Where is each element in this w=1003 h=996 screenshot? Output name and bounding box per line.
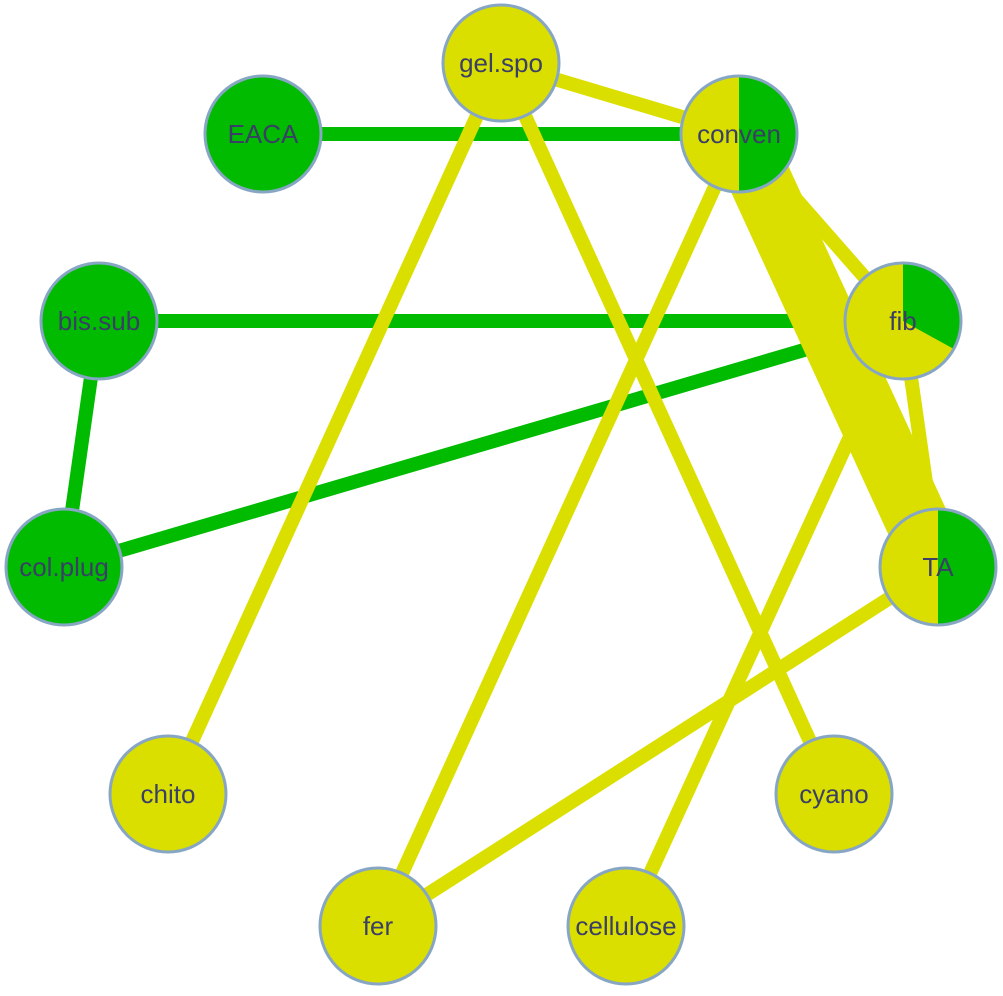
node-col.plug: col.plug [4, 507, 124, 627]
node-border [679, 74, 799, 194]
node-green-slice [938, 509, 996, 625]
node-label: gel.spo [459, 48, 543, 78]
node-fill [320, 868, 436, 984]
node-label: bis.sub [58, 306, 140, 336]
edge-conven-TA [710, 120, 967, 581]
node-label: fib [889, 306, 916, 336]
node-green-slice [739, 76, 797, 192]
node-fill [568, 868, 684, 984]
node-fill [205, 76, 321, 192]
node-fill [443, 5, 559, 121]
node-label: cyano [799, 779, 868, 809]
node-label: cellulose [575, 911, 676, 941]
node-bis.sub: bis.sub [39, 261, 159, 381]
edge-col.plug-fib [62, 314, 905, 574]
node-gel.spo: gel.spo [441, 3, 561, 123]
node-fill [110, 736, 226, 852]
node-border [203, 74, 323, 194]
node-border [4, 507, 124, 627]
node-cyano: cyano [774, 734, 894, 854]
node-fill [6, 509, 122, 625]
edge-conven-fer [371, 131, 746, 929]
node-label: fer [363, 911, 394, 941]
node-label: conven [697, 119, 781, 149]
node-chito: chito [108, 734, 228, 854]
edge-TA-fer [374, 561, 942, 932]
node-border [843, 261, 963, 381]
node-border [774, 734, 894, 854]
node-border [318, 866, 438, 986]
edge-fib-cellulose [619, 318, 910, 929]
node-EACA: EACA [203, 74, 323, 194]
edge-gel.spo-chito [161, 60, 508, 797]
node-border [878, 507, 998, 627]
node-label: chito [141, 779, 196, 809]
node-fill [776, 736, 892, 852]
node-fib: fib [843, 261, 963, 381]
node-border [441, 3, 561, 123]
node-label: col.plug [19, 552, 109, 582]
node-cellulose: cellulose [566, 866, 686, 986]
node-label: TA [922, 552, 954, 582]
node-border [39, 261, 159, 381]
node-conven: conven [679, 74, 799, 194]
node-fer: fer [318, 866, 438, 986]
node-label: EACA [228, 119, 299, 149]
node-fill [41, 263, 157, 379]
node-border [566, 866, 686, 986]
node-TA: TA [878, 507, 998, 627]
node-border [108, 734, 228, 854]
